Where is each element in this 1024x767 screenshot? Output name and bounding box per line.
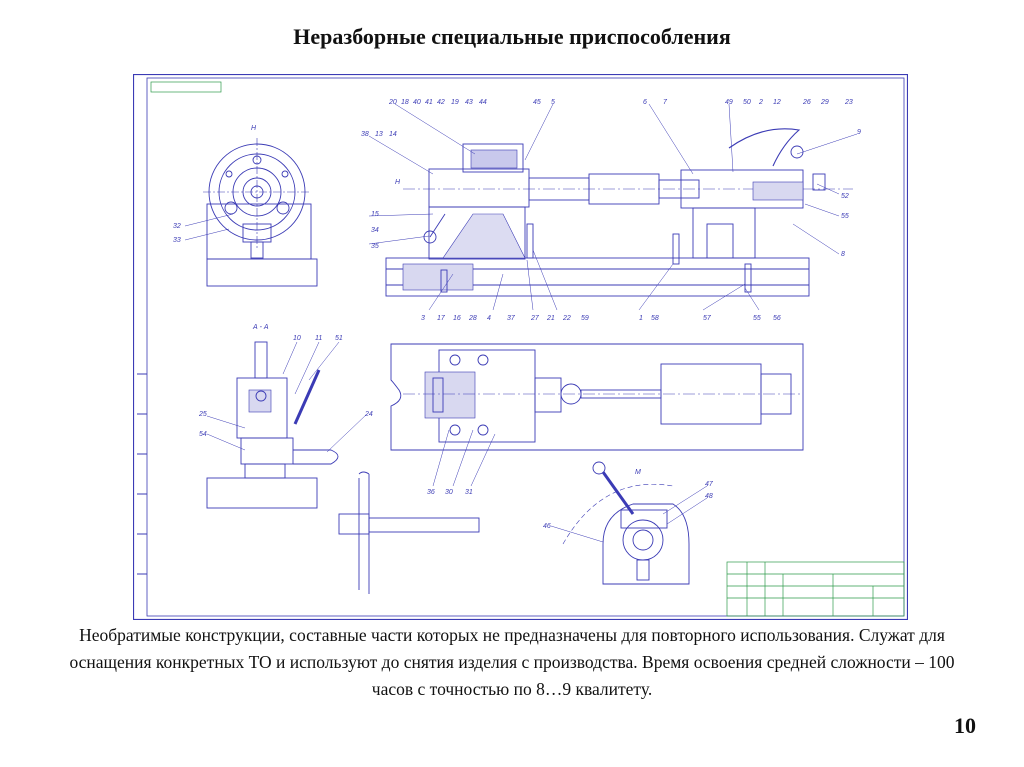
callout-6: 6 [643,99,647,106]
callout-44: 44 [479,99,487,106]
callout-41: 41 [425,99,433,106]
callout-48: 48 [705,493,713,500]
callout-28: 28 [468,315,477,322]
callout-14: 14 [389,131,397,138]
callout-25: 25 [198,411,207,418]
callout-36: 36 [427,489,435,496]
callout-3: 3 [421,315,425,322]
callout-7: 7 [663,99,668,106]
callout-17: 17 [437,315,446,322]
callout-18: 18 [401,99,409,106]
callout-40: 40 [413,99,421,106]
callout-13: 13 [375,131,383,138]
callout-49: 49 [725,99,733,106]
section-label-a-a: А - А [252,324,269,331]
callout-55b: 55 [753,315,761,322]
callout-29: 29 [820,99,829,106]
callout-45: 45 [533,99,541,106]
callout-27: 27 [530,315,540,322]
callout-26: 26 [802,99,811,106]
callout-32: 32 [173,223,181,230]
plan-view [390,343,804,451]
callout-35: 35 [371,243,379,250]
callout-31: 31 [465,489,473,496]
callout-58: 58 [651,315,659,322]
callout-21: 21 [546,315,555,322]
callout-55: 55 [841,213,849,220]
callout-15: 15 [371,211,379,218]
callout-12: 12 [773,99,781,106]
callout-2: 2 [758,99,763,106]
callout-43: 43 [465,99,473,106]
callout-50: 50 [743,99,751,106]
callout-10: 10 [293,335,301,342]
callout-30: 30 [445,489,453,496]
callouts-left-view: 32 33 [173,213,234,244]
callout-37: 37 [507,315,516,322]
section-a-a [206,341,339,509]
view-n-left [203,138,318,287]
main-view [385,128,853,297]
slide-title: Неразборные специальные приспособления [293,24,731,49]
callout-46: 46 [543,523,551,530]
callout-54: 54 [199,431,207,438]
callout-51: 51 [335,335,343,342]
callout-22: 22 [562,315,571,322]
callout-33: 33 [173,237,181,244]
title-block [726,561,905,617]
callout-4: 4 [487,315,491,322]
assembly-drawing: Н 32 33 [133,74,908,620]
view-label-m: М [635,469,641,476]
callout-16: 16 [453,315,461,322]
slide-caption: Необратимые конструкции, составные части… [69,625,955,699]
callout-23: 23 [844,99,853,106]
view-m [562,461,690,585]
callout-57: 57 [703,315,712,322]
detail-part [338,471,480,594]
callout-20: 20 [388,99,397,106]
callout-19: 19 [451,99,459,106]
callout-56: 56 [773,315,781,322]
callout-34: 34 [371,227,379,234]
callout-8: 8 [841,251,845,258]
callout-11: 11 [315,335,322,342]
callout-52: 52 [841,193,849,200]
callout-24: 24 [364,411,373,418]
view-label-n-main: Н [395,179,401,186]
page-number: 10 [954,713,976,738]
callout-47: 47 [705,481,714,488]
callout-59: 59 [581,315,589,322]
callout-38: 38 [361,131,369,138]
callout-42: 42 [437,99,445,106]
view-label-n-left: Н [251,125,257,132]
callout-5: 5 [551,99,555,106]
callout-9: 9 [857,129,861,136]
callout-1: 1 [639,315,643,322]
callouts-top [394,103,858,175]
